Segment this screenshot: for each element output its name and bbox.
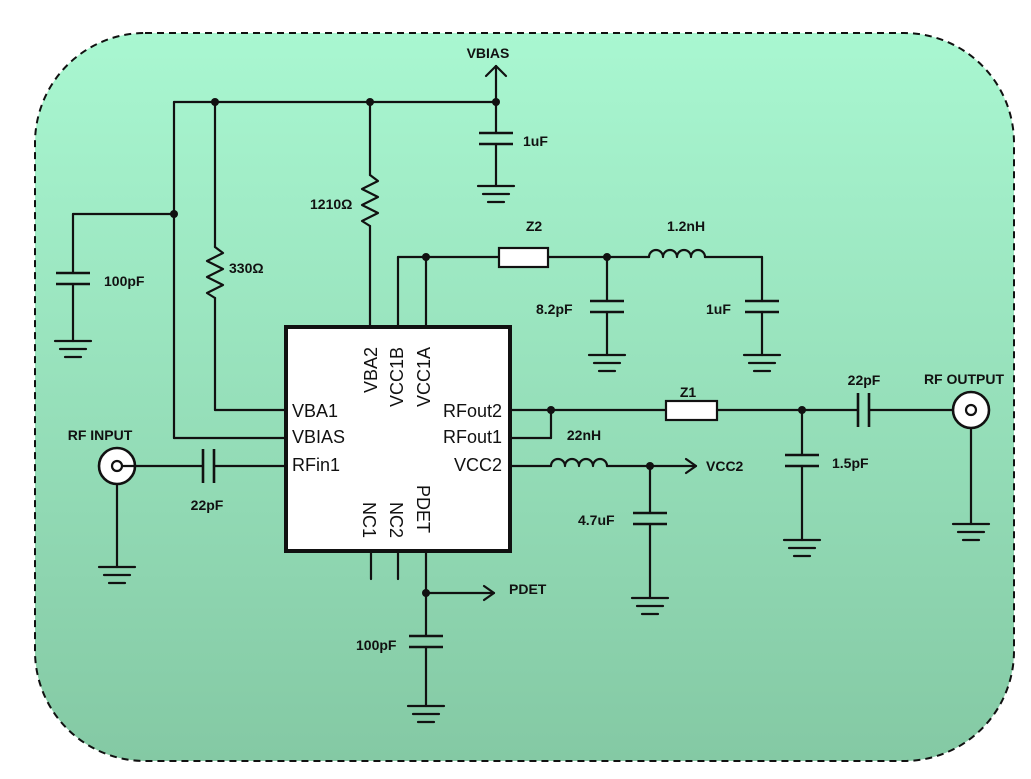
ic-pin-rfout1: RFout1 [443, 427, 502, 447]
ic-pin-pdet: PDET [413, 485, 433, 533]
rf-input-connector: RF INPUT [68, 427, 137, 569]
pdet-net-label: PDET [509, 581, 547, 597]
ic-pin-rfin1: RFin1 [292, 455, 340, 475]
c-out-value: 22pF [848, 372, 881, 388]
c-15-value: 1.5pF [832, 455, 869, 471]
ic-pin-vba2: VBA2 [361, 347, 381, 393]
l-12-inductor [647, 248, 707, 259]
ground-c82 [587, 353, 627, 373]
rf-output-label: RF OUTPUT [924, 371, 1005, 387]
c-1u-right-value: 1uF [706, 301, 731, 317]
ic-pin-vbias: VBIAS [292, 427, 345, 447]
z2-impedance [497, 246, 550, 269]
ic-pin-nc2: NC2 [386, 502, 406, 538]
ground-left-cap [53, 339, 93, 359]
l-12-value: 1.2nH [667, 218, 705, 234]
r-330-branch: 330Ω [205, 100, 288, 412]
ic-pin-vcc1a: VCC1A [414, 347, 434, 407]
pa-ic: VBA1 VBIAS RFin1 RFout2 RFout1 VCC2 VBA2… [284, 325, 512, 553]
rf-input-label: RF INPUT [68, 427, 133, 443]
ground-c15 [782, 538, 822, 558]
c-left-value: 100pF [104, 273, 145, 289]
ic-pin-vcc1b: VCC1B [387, 347, 407, 407]
vbias-rail: VBIAS 1uF [172, 45, 548, 188]
l-22-inductor [549, 457, 609, 468]
c-vbias-value: 1uF [523, 133, 548, 149]
c-in-value: 22pF [191, 497, 224, 513]
l-22-value: 22nH [567, 427, 601, 443]
c-left-branch: 100pF [56, 212, 176, 343]
vcc1-network: Z2 1.2nH 8.2pF 1uF [396, 218, 779, 357]
ground-c1u-right [742, 353, 782, 373]
vcc2-network: 22nH VCC2 4.7uF [508, 427, 744, 600]
z2-label: Z2 [526, 218, 543, 234]
ic-pin-rfout2: RFout2 [443, 401, 502, 421]
ground-pdet [406, 704, 446, 724]
r-1210-value: 1210Ω [310, 196, 352, 212]
r-1210-branch: 1210Ω [310, 100, 380, 329]
z1-impedance [664, 399, 719, 422]
ground-rf-input [97, 565, 137, 585]
junction-dots [170, 98, 806, 597]
rf-output-chain: Z1 22pF 1.5pF [508, 372, 955, 542]
c-pdet-value: 100pF [356, 637, 397, 653]
vcc2-net-label: VCC2 [706, 458, 744, 474]
rf-output-connector: RF OUTPUT [924, 371, 1005, 526]
background-panel [34, 32, 1015, 762]
c-82-value: 8.2pF [536, 301, 573, 317]
ground-rf-output [951, 522, 991, 542]
vbias-net-label: VBIAS [467, 45, 510, 61]
c-in-branch: 22pF [120, 449, 288, 513]
ground-c47 [630, 596, 670, 616]
ground-vbias-cap [476, 184, 516, 204]
z1-label: Z1 [680, 384, 697, 400]
ic-pin-vba1: VBA1 [292, 401, 338, 421]
c-47-value: 4.7uF [578, 512, 615, 528]
r-330-value: 330Ω [229, 260, 264, 276]
ic-pin-vcc2: VCC2 [454, 455, 502, 475]
ic-pin-nc1: NC1 [359, 502, 379, 538]
